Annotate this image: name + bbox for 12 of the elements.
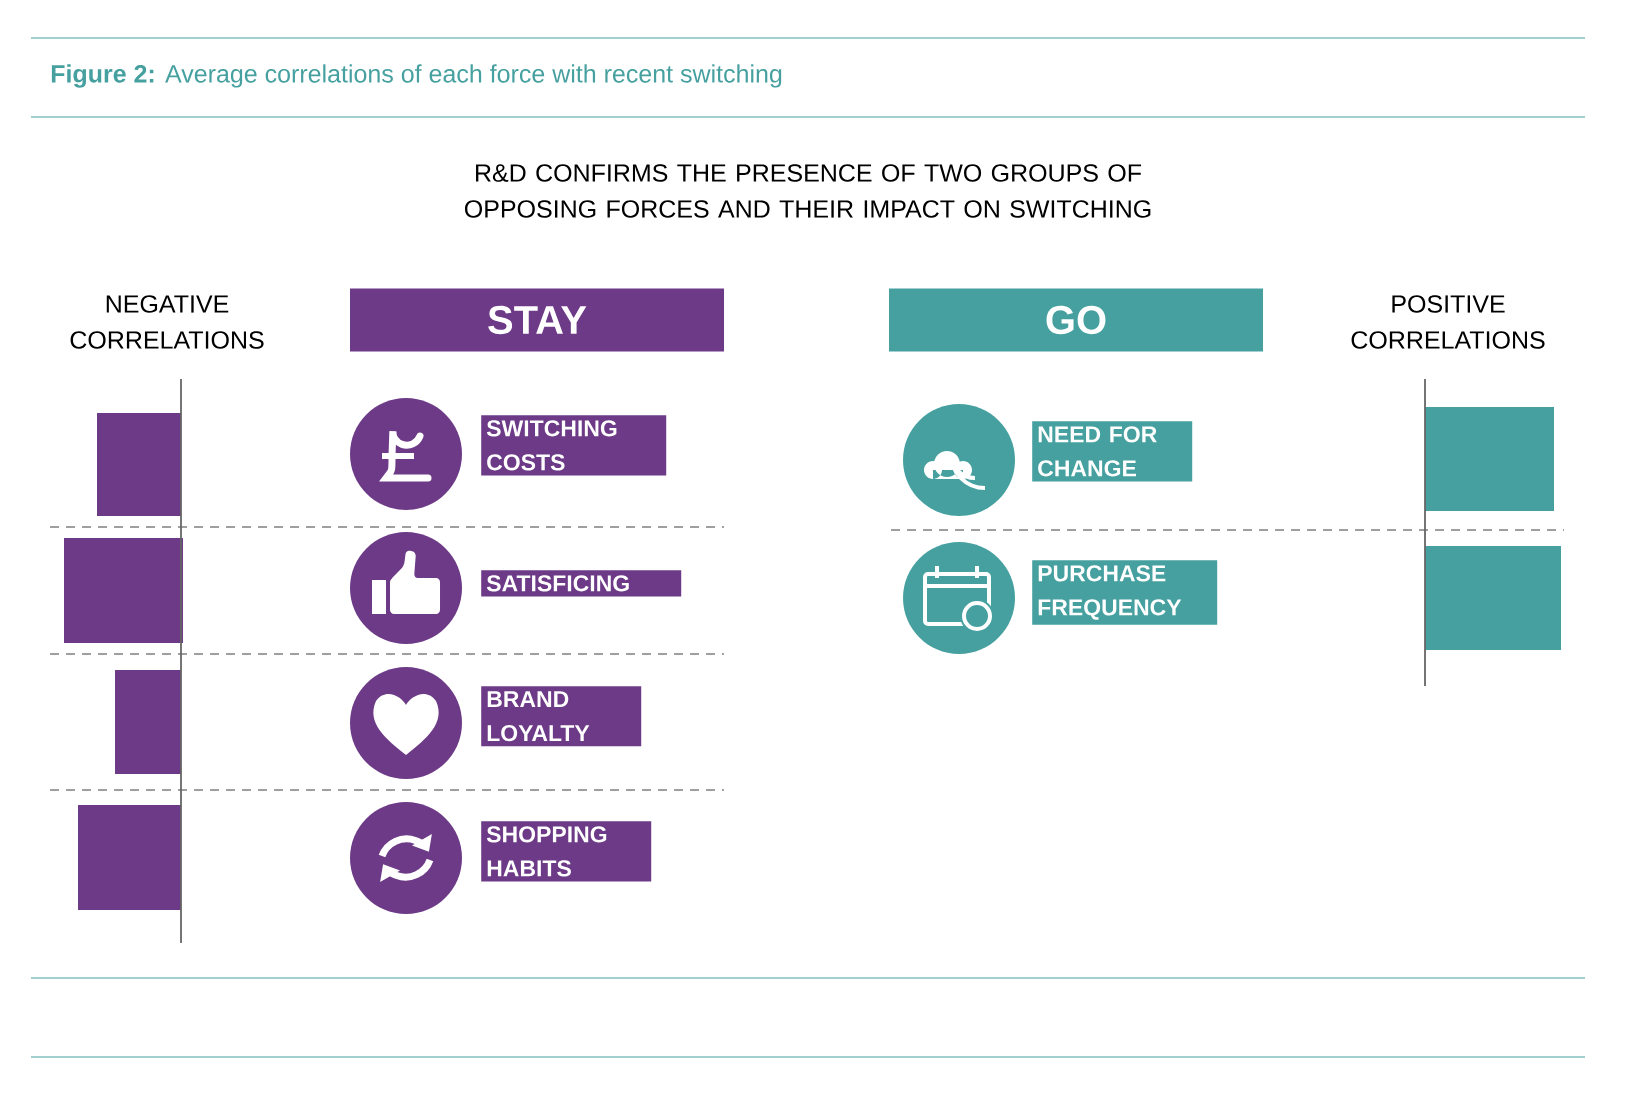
- force-label: NEED FOR CHANGE: [1032, 421, 1193, 482]
- header-band: STAY: [350, 288, 724, 352]
- figure-title: Figure 2: Average correlations of each force with recent switching: [51, 64, 782, 88]
- force-label: SHOPPING HABITS: [481, 821, 652, 882]
- force-label: PURCHASE FREQUENCY: [1032, 560, 1218, 625]
- header-band: GO: [889, 288, 1263, 352]
- heading: R&D CONFIRMS THE PRESENCE OF TWO GROUPS OF OPPOSING FORCES AND THEIR IMPACT ON SWITCHING: [464, 164, 1151, 218]
- axis-title: POSITIVE CORRELATIONS: [1351, 295, 1545, 349]
- axis-title: NEGATIVE CORRELATIONS: [70, 295, 264, 349]
- force-label: BRAND LOYALTY: [481, 686, 642, 747]
- force-label: SWITCHING COSTS: [481, 415, 667, 476]
- force-label: SATISFICING: [481, 570, 682, 597]
